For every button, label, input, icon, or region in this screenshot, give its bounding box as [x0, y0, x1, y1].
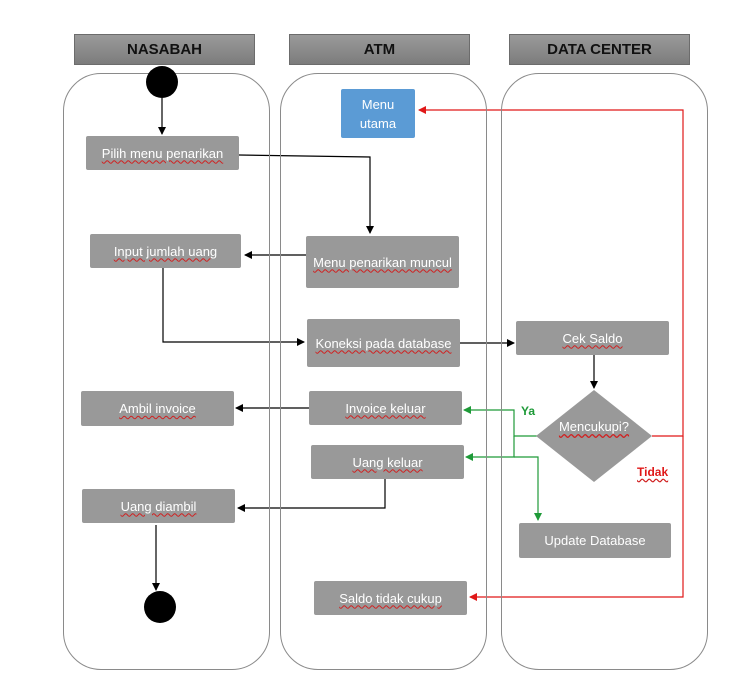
end-node — [144, 591, 176, 623]
node-ambil-invoice: Ambil invoice — [81, 391, 234, 426]
node-invoice-keluar: Invoice keluar — [309, 391, 462, 425]
node-uang-keluar: Uang keluar — [311, 445, 464, 479]
node-input-jumlah-uang: Input jumlah uang — [90, 234, 241, 268]
node-saldo-tidak-cukup: Saldo tidak cukup — [314, 581, 467, 615]
edge-label-ya: Ya — [521, 404, 536, 418]
lane-atm — [280, 73, 487, 670]
arrow-uang-keluar-to-diambil — [237, 479, 386, 512]
node-cek-saldo: Cek Saldo — [516, 321, 669, 355]
node-koneksi-database: Koneksi pada database — [307, 319, 460, 367]
start-node — [146, 66, 178, 98]
arrow-pilih-to-menu-penarikan — [238, 154, 374, 234]
arrow-tidak-to-saldo-tidak-cukup — [469, 436, 684, 601]
node-uang-diambil: Uang diambil — [82, 489, 235, 523]
lane-header-data-center: DATA CENTER — [509, 34, 690, 65]
arrow-input-to-koneksi — [162, 268, 305, 346]
decision-diamond — [536, 390, 652, 482]
lane-header-atm: ATM — [289, 34, 470, 65]
lane-data-center — [501, 73, 708, 670]
arrow-ya-to-invoice — [463, 406, 537, 437]
node-pilih-menu-penarikan: Pilih menu penarikan — [86, 136, 239, 170]
edge-label-tidak: Tidak — [637, 465, 669, 479]
lane-header-nasabah: NASABAH — [74, 34, 255, 65]
decision-label: Mencukupi? — [558, 419, 630, 434]
arrow-tidak-to-menu-utama — [418, 106, 684, 437]
node-menu-penarikan-muncul: Menu penarikan muncul — [306, 236, 459, 288]
arrow-ya-to-update-db — [514, 456, 542, 521]
node-menu-utama: Menu utama — [341, 89, 415, 138]
node-update-database: Update Database — [519, 523, 671, 558]
